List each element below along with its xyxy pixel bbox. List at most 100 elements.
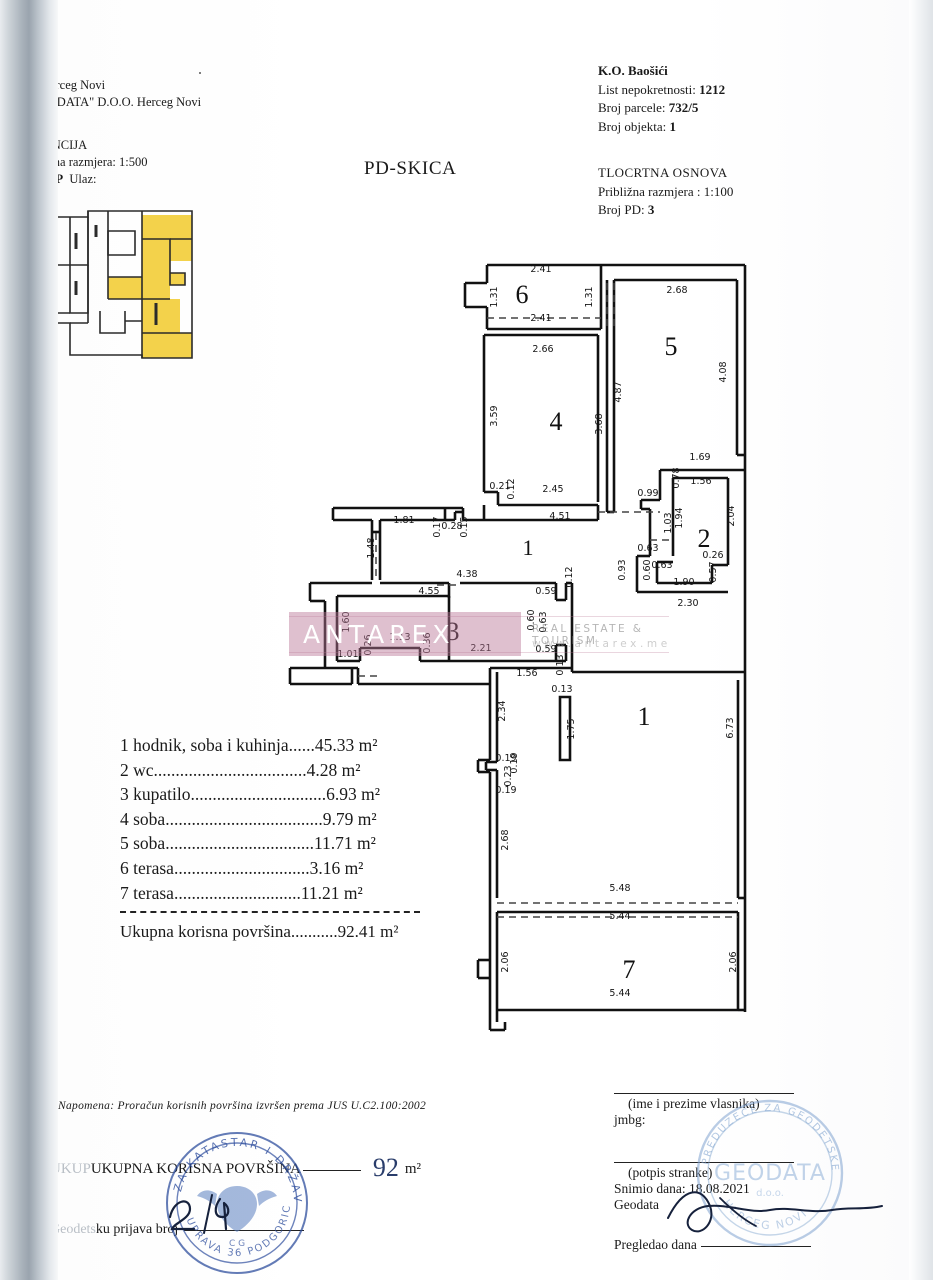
objekat-label: Broj objekta: [598,118,667,134]
legend-row-dots: ............................... [173,857,310,878]
dimension-label: 2.41 [530,264,551,275]
list-value: 1212 [699,81,726,97]
razmjera-label: Približna razmjera : [598,183,701,199]
razmjera-value: 1:100 [703,183,734,199]
dimension-label: 0.99 [637,488,658,499]
dimension-label: 4.51 [549,511,570,522]
header-left-block: Gora na Herceg Novi "GEODATA" D.O.O. Her… [26,61,202,186]
pd-label: Broj PD: [598,202,645,217]
dimension-label: 0.26 [702,550,723,561]
dimension-label: 2.21 [470,643,491,654]
header-left-line1: Gora [26,61,51,75]
legend-row-name: hodnik, soba i kuhinja [128,735,289,755]
legend-row: 3 kupatilo..............................… [120,782,430,807]
pregledao-underline [700,1233,811,1247]
dimension-label: 0.23 [503,765,514,786]
legend-row-name: terasa [128,857,174,878]
dimension-label: 0.60 [526,609,537,630]
dimension-label: 0.12 [564,566,575,587]
legend-row: 2 wc...................................4… [120,758,430,783]
dimension-label: 2.34 [497,700,508,721]
dimension-label: 2.30 [677,598,698,609]
dimension-label: 0.63 [538,611,549,632]
dimension-label: 2.41 [530,313,551,324]
owner-signature-line [614,1093,794,1094]
legend-row-area: 45.33 m² [314,735,378,755]
room-number-2: 2 [698,524,711,553]
objekat-value: 1 [669,118,677,134]
footer-total-unit: m² [404,1161,422,1177]
header-left-line3: DATA" D.O.O. Herceg Novi [56,95,202,109]
dimension-label: 0.12 [506,478,517,499]
legend-row-number: 3 [120,784,129,805]
parcela-label: Broj parcele: [598,100,666,115]
dimension-label: 1.31 [489,286,500,307]
room-number-7: 7 [623,955,636,984]
legend-row: 1 hodnik, soba i kuhinja......45.33 m² [120,733,430,758]
dimension-label: 2.06 [500,951,511,972]
legend-row-name: soba [128,833,166,854]
dimension-label: 2.45 [542,484,563,495]
legend-row-dots: ................................... [153,759,307,780]
legend-row-dots: .................................... [165,808,323,829]
legend-row-area: 11.21 m² [300,882,363,903]
header-left-ulaz: Ulaz: [69,172,97,186]
legend-row-name: soba [128,808,166,829]
dimension-label: 0.13 [551,684,572,695]
legend-row-dots: .................................. [165,833,314,854]
dimension-label: 0.36 [422,632,433,653]
header-left-line5: na razmjera: 1:500 [53,155,148,169]
parcela-value: 732/5 [668,100,699,115]
dimension-label: 1.56 [690,476,711,487]
pd-value: 3 [647,202,655,217]
legend-divider [120,911,420,914]
dimension-label: 6.73 [725,717,736,738]
room-number-1-corridor: 1 [523,535,534,560]
legend-row-dots: ............................. [173,882,301,903]
legend-row: 6 terasa...............................3… [120,856,430,881]
legend-total-value: 92.41 m² [337,922,399,942]
legend-row-area: 9.79 m² [322,808,377,829]
scan-speck [199,72,201,74]
footer-total-value: 92 [372,1153,399,1182]
legend-row-number: 2 [120,759,129,780]
legend-row-number: 5 [120,833,129,854]
location-mini-map [41,210,193,359]
dimension-label: 0.93 [617,559,628,580]
geodata-label: Geodata [614,1197,659,1212]
legend-row-name: terasa [128,882,174,903]
dimension-label: 0.57 [708,561,719,582]
pregledao-label: Pregledao dana [614,1237,697,1252]
header-left-line4: NCIJA [51,138,88,152]
dimension-label: 0.59 [535,644,556,655]
dimension-label: 2.68 [666,285,687,296]
dimension-label: 0.60 [642,559,653,580]
legend-row-number: 6 [120,857,129,878]
footer-prijava-label: ku prijava broj [95,1222,179,1237]
room-number-3: 3 [447,617,460,646]
dimension-label: 1.48 [366,537,377,558]
party-signature-line [614,1162,794,1163]
plan-room-numbers: 6 5 4 1 2 3 1 7 [447,280,711,984]
dimension-label: 1.94 [674,507,685,528]
dimension-label: 5.44 [609,988,630,999]
signature-caption: (potpis stranke) [628,1165,713,1180]
dimension-label: 5.44 [609,911,630,922]
jmbg-label: jmbg: [614,1112,646,1127]
footer-prijava: Geodetsku prijava broj [50,1218,305,1238]
dimension-label: 0.78 [671,467,682,488]
owner-caption: (ime i prezime vlasnika) [628,1096,760,1111]
legend-row-area: 3.16 m² [309,857,364,878]
header-right-block: K.O. Baošići List nepokretnosti: 1212 Br… [598,62,733,220]
dimension-label: 1.69 [689,452,710,463]
dimension-label: 0.59 [535,586,556,597]
dimension-label: 1.01 [337,649,358,660]
dimension-label: 1.81 [393,515,414,526]
legend-row-area: 11.71 m² [313,833,376,854]
footer-total-underline [302,1157,361,1171]
footer-note: Napomena: Proračun korisnih površina izv… [58,1100,427,1112]
dimension-label: 5.48 [609,883,630,894]
dimension-label: 3.68 [594,413,605,434]
